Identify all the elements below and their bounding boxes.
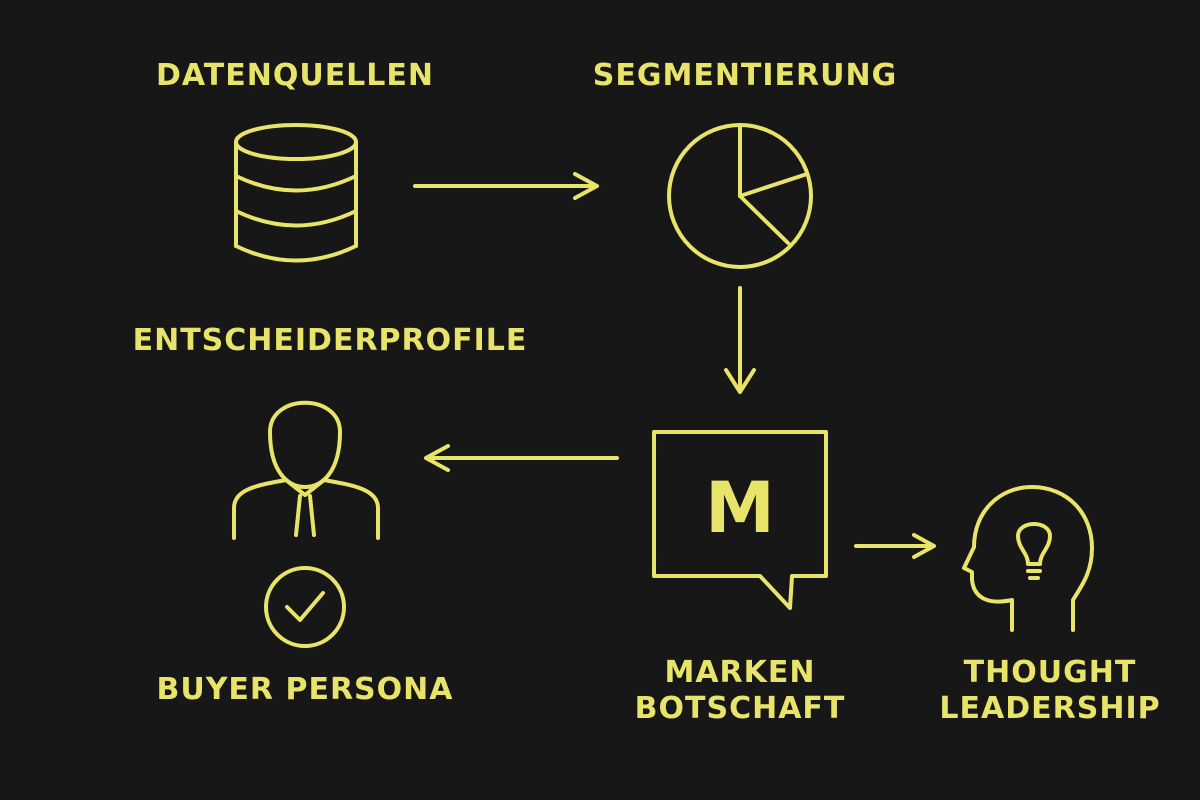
label-datenquellen: DATENQUELLEN: [155, 58, 435, 93]
label-buyer-persona: BUYER PERSONA: [156, 672, 454, 707]
label-segmentierung: SEGMENTIERUNG: [592, 58, 898, 93]
label-markenbotschaft-line2: BOTSCHAFT: [634, 691, 846, 726]
pie-chart-icon: [667, 123, 813, 269]
check-circle-icon: [264, 566, 346, 648]
label-markenbotschaft-line1: MARKEN: [664, 655, 816, 690]
label-markenbotschaft: MARKEN BOTSCHAFT: [620, 655, 860, 727]
arrow-markenbotschaft-to-thought-leadership: [854, 533, 936, 559]
arrow-datenquellen-to-segmentierung: [413, 172, 599, 200]
speech-bubble-icon: [652, 430, 828, 610]
speech-bubble-letter: M: [705, 467, 775, 549]
label-entscheiderprofile: ENTSCHEIDERPROFILE: [132, 323, 528, 358]
head-lightbulb-icon: [962, 485, 1094, 632]
label-thought-leadership: THOUGHT LEADERSHIP: [930, 655, 1170, 727]
label-thought-leadership-line2: LEADERSHIP: [939, 691, 1161, 726]
database-icon: [234, 123, 358, 263]
arrow-segmentierung-to-markenbotschaft: [724, 286, 756, 394]
arrow-markenbotschaft-to-entscheiderprofile: [424, 444, 619, 472]
person-icon: [232, 400, 380, 540]
label-thought-leadership-line1: THOUGHT: [963, 655, 1137, 690]
